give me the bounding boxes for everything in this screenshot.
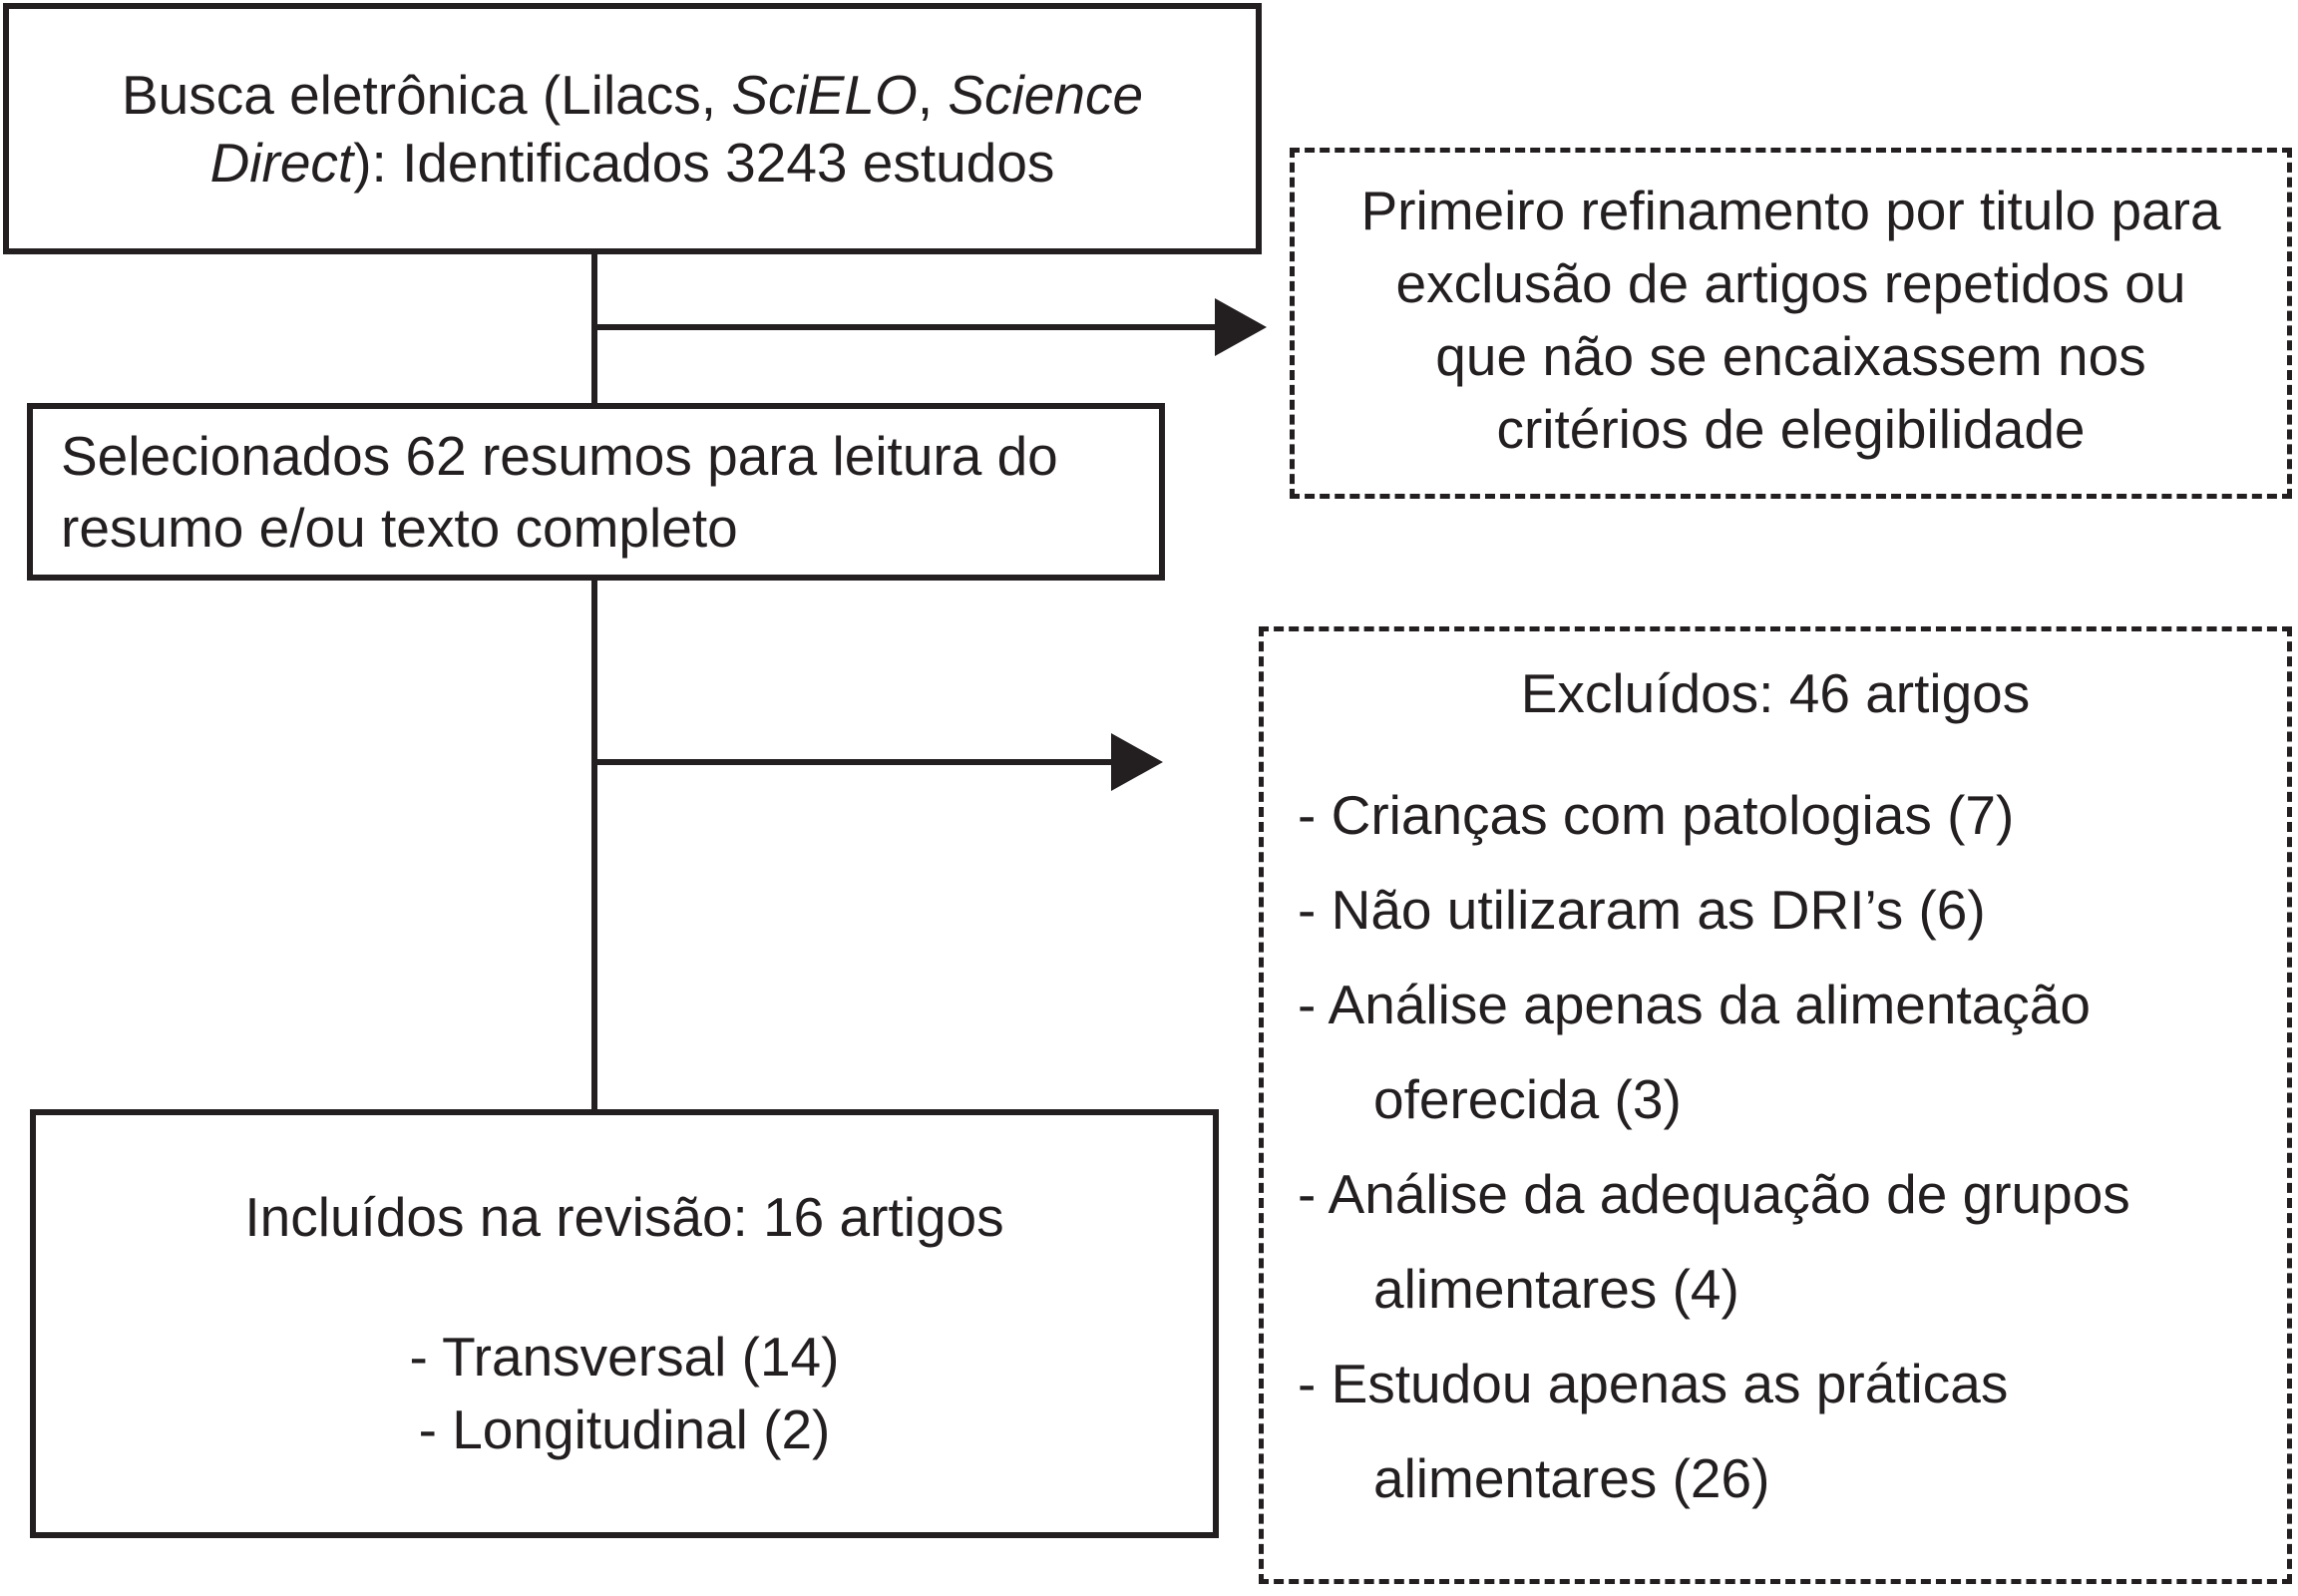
excluded-item: - Não utilizaram as DRI’s (6): [1298, 879, 1986, 941]
text-segment: ,: [917, 64, 949, 126]
box-included-review: Incluídos na revisão: 16 artigos - Trans…: [30, 1109, 1219, 1538]
text-segment: Busca eletrônica (Lilacs,: [121, 64, 732, 126]
arrow-to-excluded-shaft: [594, 759, 1113, 765]
included-title: Incluídos na revisão: 16 artigos: [244, 1186, 1004, 1248]
box-electronic-search: Busca eletrônica (Lilacs, SciELO, Scienc…: [3, 3, 1262, 254]
text-segment-italic: Direct: [209, 132, 354, 194]
refinement-line-2: exclusão de artigos repetidos ou: [1395, 252, 2186, 314]
refinement-line-3: que não se encaixassem nos: [1435, 325, 2146, 387]
excluded-item: - Análise apenas da alimentação: [1298, 974, 2091, 1035]
electronic-search-line-2: Direct): Identificados 3243 estudos: [9, 129, 1256, 197]
included-item: - Longitudinal (2): [418, 1398, 831, 1460]
text-segment-italic: Science: [948, 64, 1144, 126]
excluded-item-continuation: alimentares (4): [1373, 1258, 1739, 1320]
excluded-item: - Análise da adequação de grupos: [1298, 1163, 2130, 1225]
arrowhead-right-icon: [1215, 298, 1267, 356]
box-first-refinement: Primeiro refinamento por titulo para exc…: [1290, 148, 2292, 499]
excluded-item: - Estudou apenas as práticas: [1298, 1353, 2009, 1414]
flow-line-vertical-lower: [591, 581, 597, 1109]
text-segment: ): Identificados 3243 estudos: [353, 132, 1055, 194]
included-item: - Transversal (14): [409, 1326, 840, 1388]
box-selected-abstracts: Selecionados 62 resumos para leitura do …: [27, 403, 1165, 581]
text-segment-italic: SciELO: [731, 64, 918, 126]
selected-line-1: Selecionados 62 resumos para leitura do: [61, 425, 1058, 487]
refinement-line-4: critérios de elegibilidade: [1496, 398, 2086, 460]
arrowhead-right-icon: [1111, 733, 1163, 791]
excluded-title: Excluídos: 46 artigos: [1520, 662, 2031, 724]
selected-line-2: resumo e/ou texto completo: [61, 497, 738, 559]
excluded-item-continuation: oferecida (3): [1373, 1068, 1682, 1130]
excluded-item-continuation: alimentares (26): [1373, 1447, 1770, 1509]
excluded-item: - Crianças com patologias (7): [1298, 784, 2015, 846]
electronic-search-line-1: Busca eletrônica (Lilacs, SciELO, Scienc…: [9, 61, 1256, 129]
refinement-line-1: Primeiro refinamento por titulo para: [1360, 180, 2221, 241]
arrow-to-refinement-shaft: [594, 324, 1217, 330]
box-excluded-articles: Excluídos: 46 artigos - Crianças com pat…: [1259, 626, 2292, 1584]
excluded-reasons-list: - Crianças com patologias (7) - Não util…: [1264, 768, 2287, 1526]
included-types-list: - Transversal (14) - Longitudinal (2): [36, 1321, 1213, 1466]
